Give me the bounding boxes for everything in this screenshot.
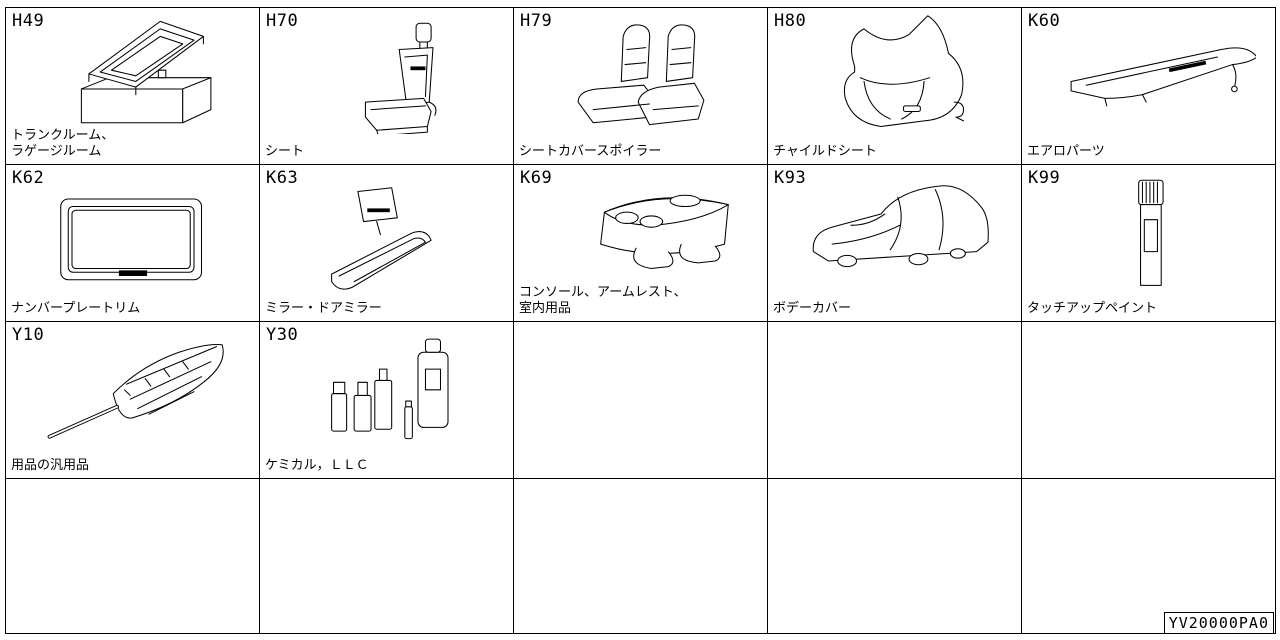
duster-icon (26, 326, 240, 448)
category-label: シート (265, 144, 305, 159)
empty-cell (767, 478, 1022, 634)
category-label: トランクルーム、 ラゲージルーム (11, 128, 115, 159)
category-label: ミラー・ドアミラー (265, 301, 382, 316)
empty-cell (513, 321, 768, 479)
category-label: 用品の汎用品 (11, 458, 90, 473)
empty-cell (1021, 321, 1276, 479)
category-cell-k93[interactable]: K93 ボデーカバー (767, 164, 1022, 322)
category-label: シートカバースポイラー (519, 144, 662, 159)
category-cell-k63[interactable]: K63 ミラー・ドアミラー (259, 164, 514, 322)
category-label: コンソール、アームレスト、 室内用品 (519, 285, 687, 316)
category-code: K69 (520, 168, 553, 188)
plate-rim-icon (26, 169, 240, 291)
chemical-bottles-icon (280, 326, 494, 448)
category-code: Y30 (266, 325, 299, 345)
category-code: H80 (774, 11, 807, 31)
aero-spoiler-icon (1042, 12, 1258, 134)
category-label: ケミカル，ＬＬＣ (265, 458, 369, 473)
category-code: K62 (12, 168, 45, 188)
empty-cell (513, 478, 768, 634)
category-cell-k62[interactable]: K62 ナンバープレートリム (5, 164, 260, 322)
console-icon (534, 169, 748, 291)
category-cell-y10[interactable]: Y10 用品の汎用品 (5, 321, 260, 479)
category-cell-k60[interactable]: K60 エアロパーツ (1021, 7, 1276, 165)
category-code: H49 (12, 11, 45, 31)
category-code: Y10 (12, 325, 45, 345)
category-cell-y30[interactable]: Y30 ケミカル，ＬＬＣ (259, 321, 514, 479)
child-seat-icon (788, 12, 1002, 134)
empty-cell (5, 478, 260, 634)
category-label: タッチアップペイント (1027, 301, 1158, 316)
car-cover-icon (788, 169, 1002, 291)
category-code: K93 (774, 168, 807, 188)
category-label: ナンバープレートリム (11, 301, 141, 316)
category-code: H79 (520, 11, 553, 31)
diagram-reference-code: YV20000PA0 (1163, 612, 1274, 634)
empty-cell (259, 478, 514, 634)
car-seat-icon (280, 12, 494, 137)
category-label: チャイルドシート (773, 144, 877, 159)
category-code: K63 (266, 168, 299, 188)
category-label: ボデーカバー (773, 301, 852, 316)
category-cell-h79[interactable]: H79 シートカバースポイラー (513, 7, 768, 165)
category-cell-h49[interactable]: H49 トランクルーム、 ラゲージルーム (5, 7, 260, 165)
trunk-box-icon (26, 12, 240, 134)
category-code: K60 (1028, 11, 1061, 31)
seat-cover-icon (534, 12, 748, 134)
category-cell-k69[interactable]: K69 コンソール、アームレスト、 室内用品 (513, 164, 768, 322)
category-cell-h80[interactable]: H80 チャイルドシート (767, 7, 1022, 165)
category-cell-k99[interactable]: K99 タッチアップペイント (1021, 164, 1276, 322)
mirror-icon (280, 169, 494, 291)
empty-cell (767, 321, 1022, 479)
category-cell-h70[interactable]: H70 シート (259, 7, 514, 165)
category-code: H70 (266, 11, 299, 31)
empty-cell (1021, 478, 1276, 634)
touchup-paint-icon (1042, 169, 1256, 291)
category-code: K99 (1028, 168, 1061, 188)
category-label: エアロパーツ (1027, 144, 1105, 159)
